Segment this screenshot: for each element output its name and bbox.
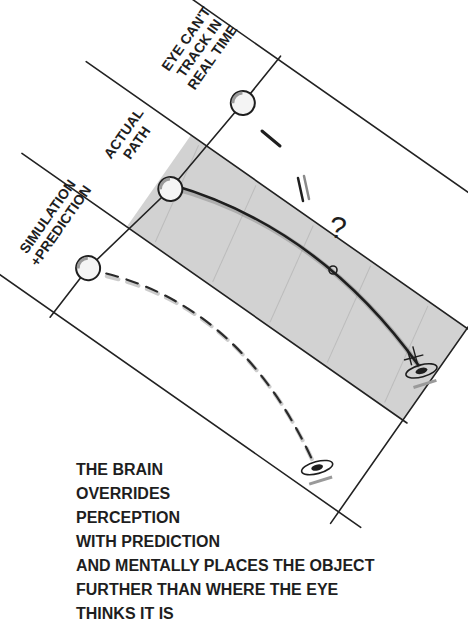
question-mark: ? [328, 211, 349, 245]
ball [226, 86, 259, 119]
question-dot [329, 266, 337, 274]
ball-shading [231, 91, 242, 105]
splat-center [311, 463, 324, 472]
shaded-band [127, 135, 467, 420]
prediction-arc [86, 258, 345, 462]
ball [154, 172, 187, 205]
blur-dash [304, 176, 309, 199]
splat-shadow [413, 380, 436, 387]
hatch-line [139, 145, 215, 242]
ball [71, 251, 104, 284]
column-lines [0, 0, 468, 539]
column-line [0, 245, 361, 527]
caption-box: THE BRAIN OVERRIDES PERCEPTION WITH PRED… [76, 458, 388, 626]
tracking-marks [262, 131, 337, 274]
column-line [150, 0, 468, 240]
impact-tick [404, 355, 423, 360]
actual-arc [168, 165, 436, 365]
splat-ring [300, 458, 334, 478]
wrap-spacer [241, 530, 388, 554]
splat-shadow [309, 477, 332, 484]
splat-ring [404, 361, 438, 381]
column-heading: EYE CAN'T TRACK IN REAL TIME [152, 0, 246, 101]
landing-splat [300, 458, 336, 486]
blur-dash [298, 178, 303, 201]
splat-center [415, 366, 428, 375]
ball-shading [76, 256, 87, 270]
end-line [331, 233, 468, 523]
column-heading: ACTUAL PATH [90, 89, 171, 186]
ball-shading [159, 177, 170, 191]
column-frame [0, 0, 468, 539]
landing-splat [399, 342, 440, 389]
shade-hatching [139, 145, 444, 402]
caption-note: THE BRAIN OVERRIDES PERCEPTION WITH PRED… [76, 458, 388, 626]
prediction-arc-shadow [87, 260, 344, 462]
impact-tick [413, 346, 418, 363]
wrap-spacer [206, 458, 388, 530]
column-line [86, 62, 468, 332]
column-heading: SIMULATION +PREDICTION [13, 173, 94, 270]
blur-dash [262, 131, 280, 146]
